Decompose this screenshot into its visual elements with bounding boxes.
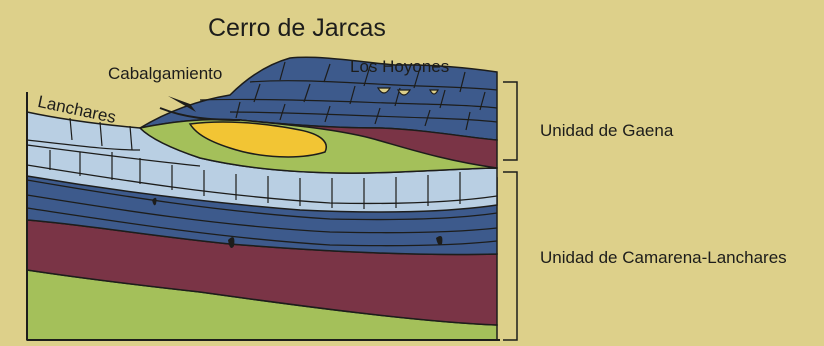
unit-label-camarena-lanchares: Unidad de Camarena-Lanchares [540, 248, 787, 267]
karst-hollows [376, 87, 439, 96]
label-cabalgamiento: Cabalgamiento [108, 64, 223, 83]
unit-label-gaena: Unidad de Gaena [540, 121, 674, 140]
thrust-fault-line [159, 107, 241, 121]
upper-bedding-lines [199, 61, 498, 131]
light-blue-joints [26, 117, 461, 209]
thrust-arrow-icon [168, 96, 196, 112]
camarena-bracket [503, 171, 518, 341]
diagram-title: Cerro de Jarcas [208, 14, 386, 42]
lower-bedding-lines [26, 144, 498, 247]
gaena-bracket [503, 81, 518, 161]
label-los-hoyones: Los Hoyones [350, 57, 450, 76]
chert-nodules [152, 197, 443, 248]
yellow-lens [188, 121, 327, 158]
